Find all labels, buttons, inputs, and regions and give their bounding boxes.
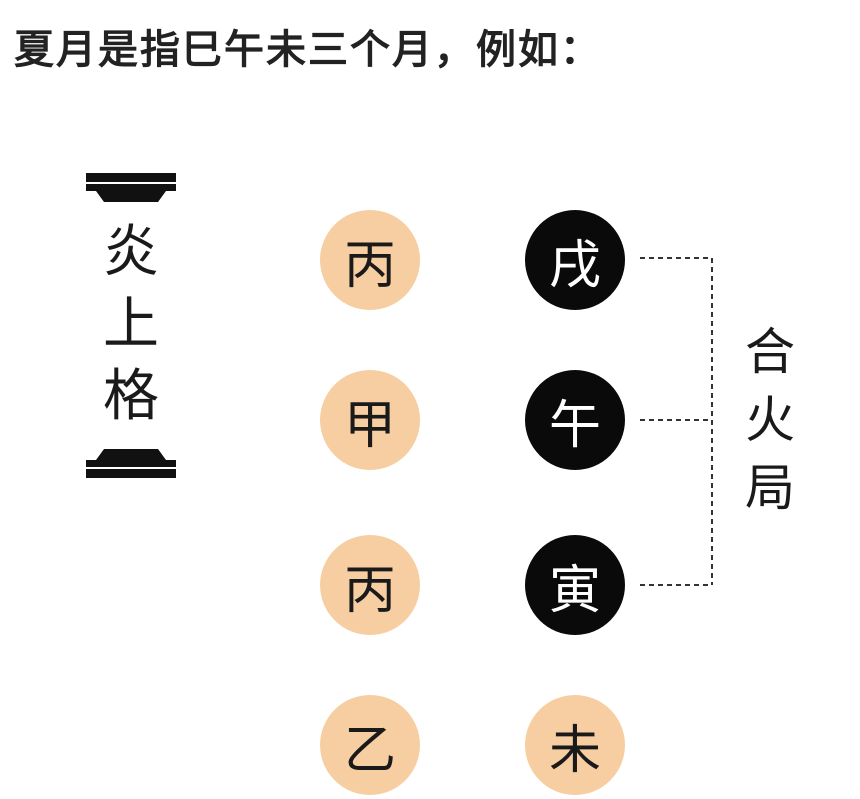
bracket-top-icon	[86, 173, 176, 202]
branch-circle-month: 午	[525, 370, 625, 470]
stem-circle-year: 丙	[320, 210, 420, 310]
combine-label-char: 合	[745, 323, 795, 381]
combine-label: 合 火 局	[735, 318, 805, 522]
stem-circle-hour: 乙	[320, 695, 420, 795]
pattern-label-char: 上	[103, 292, 159, 357]
combine-label-char: 局	[745, 459, 795, 517]
stem-circle-month: 甲	[320, 370, 420, 470]
branch-circle-hour: 未	[525, 695, 625, 795]
combine-label-char: 火	[745, 391, 795, 449]
pattern-label-char: 格	[103, 364, 159, 429]
pattern-label-char: 炎	[103, 220, 159, 285]
bracket-bottom-icon	[86, 449, 176, 478]
diagram-heading: 夏月是指巳午未三个月，例如：	[14, 27, 602, 73]
branch-circle-year: 戌	[525, 210, 625, 310]
pattern-label: 炎 上 格	[86, 173, 176, 478]
stem-circle-day: 丙	[320, 535, 420, 635]
branch-circle-day: 寅	[525, 535, 625, 635]
